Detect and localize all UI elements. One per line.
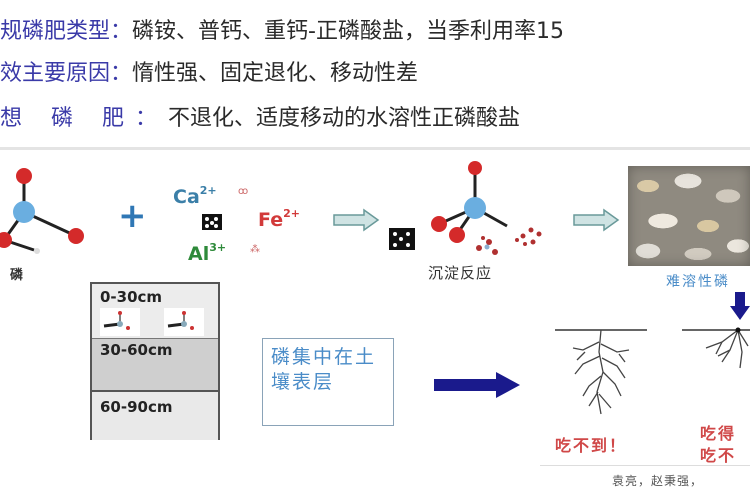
ion-calcium: Ca2+ — [173, 184, 217, 208]
ion-symbol: Ca — [173, 186, 200, 208]
plant-roots-deep-icon — [555, 329, 647, 415]
ion-iron: Fe2+ — [258, 207, 300, 231]
section-divider — [0, 147, 750, 150]
footer-divider — [540, 465, 750, 466]
ion-symbol: Fe — [258, 209, 284, 231]
mini-phosphate-molecule-icon — [100, 308, 140, 336]
phosphate-label: 磷 — [10, 268, 24, 283]
header-line-label: 规磷肥类型： — [0, 19, 133, 44]
down-arrow-icon — [730, 292, 750, 320]
soil-layer: 30-60cm — [92, 339, 218, 392]
ion-aluminium: Al3+ — [188, 241, 227, 265]
plant-roots-shallow-icon — [682, 327, 750, 369]
phosphorus-concentration-box: 磷集中在土壤表层 — [262, 338, 394, 426]
small-molecule-icon: ꝏ — [238, 186, 249, 197]
soil-depth-label: 60-90cm — [100, 398, 173, 416]
ion-charge: 2+ — [199, 184, 217, 197]
header-line-value: 惰性强、固定退化、移动性差 — [132, 61, 419, 86]
header-line-label: 想 磷 肥： — [0, 106, 168, 131]
reaction-arrow-icon — [573, 208, 620, 232]
ion-charge: 3+ — [209, 241, 227, 254]
citation: 袁亮，赵秉强， — [612, 474, 704, 488]
precipitation-label: 沉淀反应 — [428, 264, 493, 282]
right-arrow-icon — [434, 372, 520, 398]
phosphate-molecule-icon — [0, 160, 100, 260]
metal-lattice-icon — [389, 228, 415, 250]
metal-lattice-icon — [202, 214, 222, 230]
precipitate-molecule-icon — [415, 158, 565, 258]
soil-depth-label: 0-30cm — [100, 288, 163, 306]
header-line-fertilizer-types: 规磷肥类型：磷铵、普钙、重钙-正磷酸盐，当季利用率15 — [0, 12, 564, 52]
reaction-arrow-icon — [333, 208, 380, 232]
header-line-ideal-fertilizer: 想 磷 肥：不退化、适度移动的水溶性正磷酸盐 — [0, 99, 520, 139]
cannot-absorb-caption: 吃不到！ — [555, 436, 628, 455]
header-line-label: 效主要原因： — [0, 61, 133, 86]
concentration-text: 磷集中在土壤表层 — [271, 346, 377, 393]
can-eat-caption-line1: 吃得 — [700, 424, 737, 443]
header-line-low-efficiency-reasons: 效主要原因：惰性强、固定退化、移动性差 — [0, 54, 418, 94]
insoluble-phosphate-rock-image — [628, 166, 750, 266]
soil-depth-label: 30-60cm — [100, 341, 173, 359]
ion-charge: 2+ — [283, 207, 300, 220]
soil-layer: 0-30cm — [92, 284, 218, 339]
header-text: 规磷肥类型：磷铵、普钙、重钙-正磷酸盐，当季利用率15 效主要原因：惰性强、固定… — [0, 0, 750, 140]
header-line-value: 磷铵、普钙、重钙-正磷酸盐，当季利用率15 — [132, 19, 564, 44]
mini-phosphate-molecule-icon — [164, 308, 204, 336]
plus-sign: + — [118, 196, 147, 236]
insoluble-phosphate-label: 难溶性磷 — [666, 274, 730, 290]
soil-profile-diagram: 0-30cm 30-60cm 60-90cm — [90, 282, 220, 440]
soil-layer: 60-90cm — [92, 392, 218, 440]
can-eat-caption-line2: 吃不 — [700, 446, 737, 465]
small-molecule-icon: ⁂ — [250, 244, 260, 255]
ion-symbol: Al — [188, 243, 210, 265]
header-line-value: 不退化、适度移动的水溶性正磷酸盐 — [168, 106, 521, 131]
